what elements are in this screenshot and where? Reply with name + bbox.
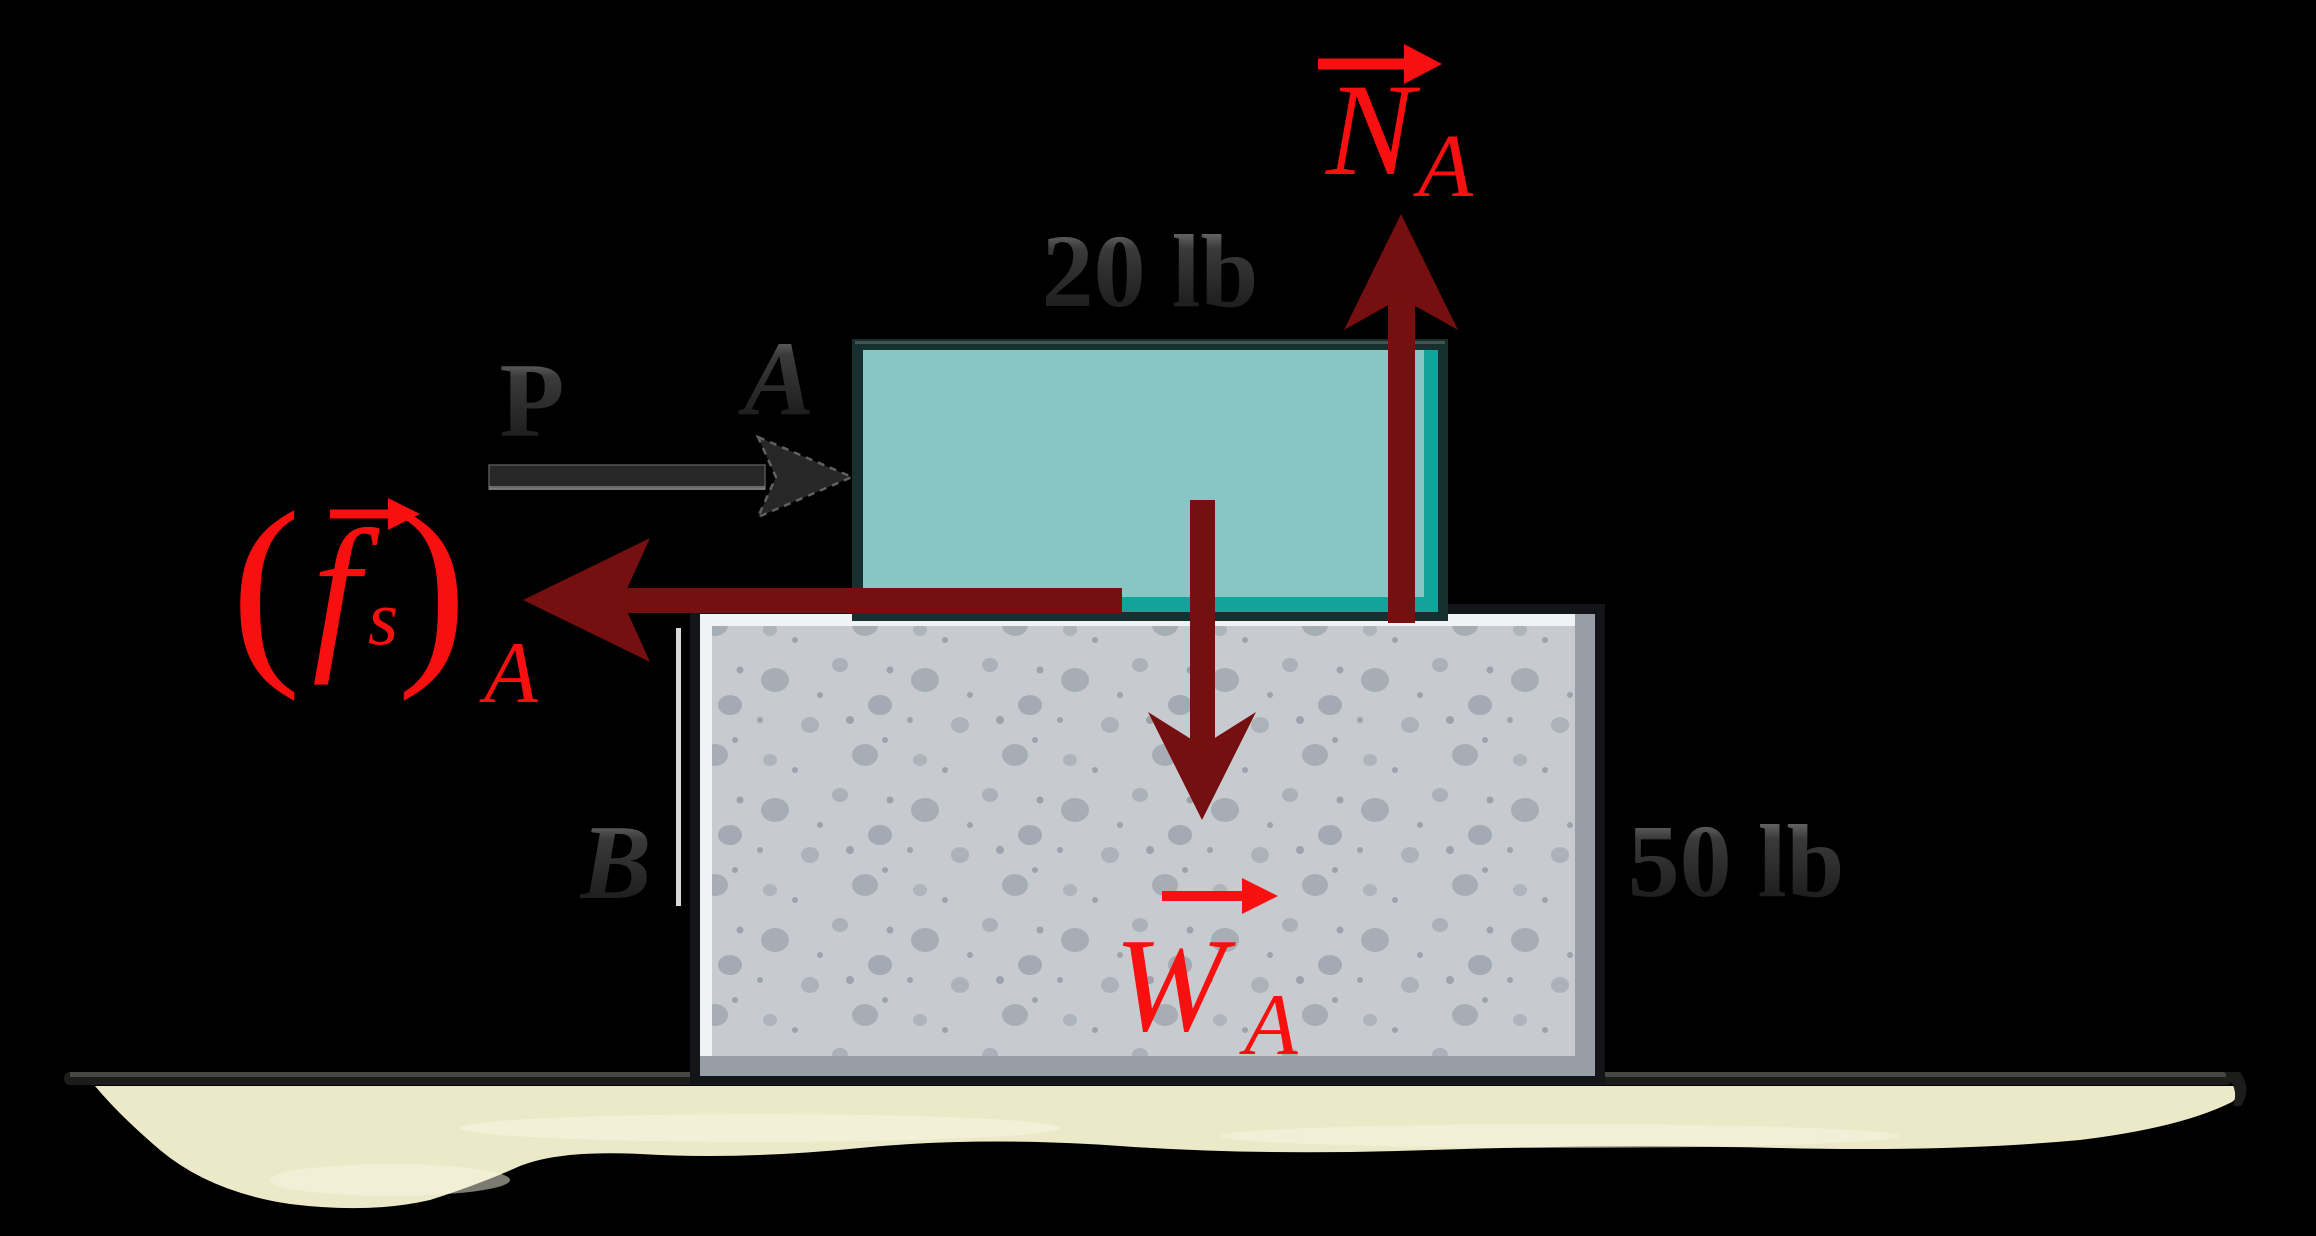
friction-force-shaft [620,588,1122,613]
weight-force-symbol: W [1114,911,1236,1059]
normal-force-arrow [1344,214,1458,623]
block-b-left-edge-glint [676,628,681,906]
friction-paren-close: ) [397,470,467,702]
block-a [852,339,1448,621]
ground-light-streak [460,1114,1060,1142]
applied-force-head [755,434,856,520]
ground-line-end-hook [2224,1072,2247,1107]
point-b-label: B [580,804,652,921]
vector-hat-arrowhead-icon [1242,878,1278,914]
block-a-top-glint [855,341,1445,344]
weight-force-subscript: A [1239,977,1299,1074]
block-b [676,604,1605,1084]
block-b-fill [712,626,1575,1056]
applied-force-shaft-glint [489,486,765,490]
block-b-right-band [1575,614,1595,1076]
applied-force-arrow [488,434,856,520]
normal-force-head [1344,214,1458,330]
friction-force-head [523,538,650,662]
weight-force-arrow [1148,500,1256,820]
friction-force-label: ( f s ) A [231,470,539,722]
weight-force-shaft [1190,500,1215,750]
vector-hat-arrowhead-icon [1404,44,1442,84]
normal-force-shaft [1388,296,1415,623]
block-b-bottom-band [700,1056,1595,1076]
friction-subscript: s [368,574,398,661]
normal-force-symbol: N [1325,56,1421,203]
block-a-weight-label: 20 lb [1042,214,1259,329]
weight-force-label: W A [1114,878,1299,1074]
applied-force-shaft [488,464,766,490]
point-a-label: A [738,320,815,437]
friction-paren-open: ( [231,470,301,702]
friction-force-arrow [523,538,1122,662]
normal-force-subscript: A [1413,117,1474,216]
ground-light-streak [270,1164,510,1196]
block-a-fill [863,350,1424,597]
vector-hat-arrowhead-icon [388,498,420,530]
weight-force-head [1148,712,1256,820]
ground [64,1072,2247,1209]
applied-force-label: P [500,342,565,459]
friction-outer-subscript: A [479,625,539,722]
block-b-weight-label: 50 lb [1628,804,1845,919]
normal-force-label: N A [1318,44,1474,216]
ground-light-streak [1220,1124,1900,1148]
